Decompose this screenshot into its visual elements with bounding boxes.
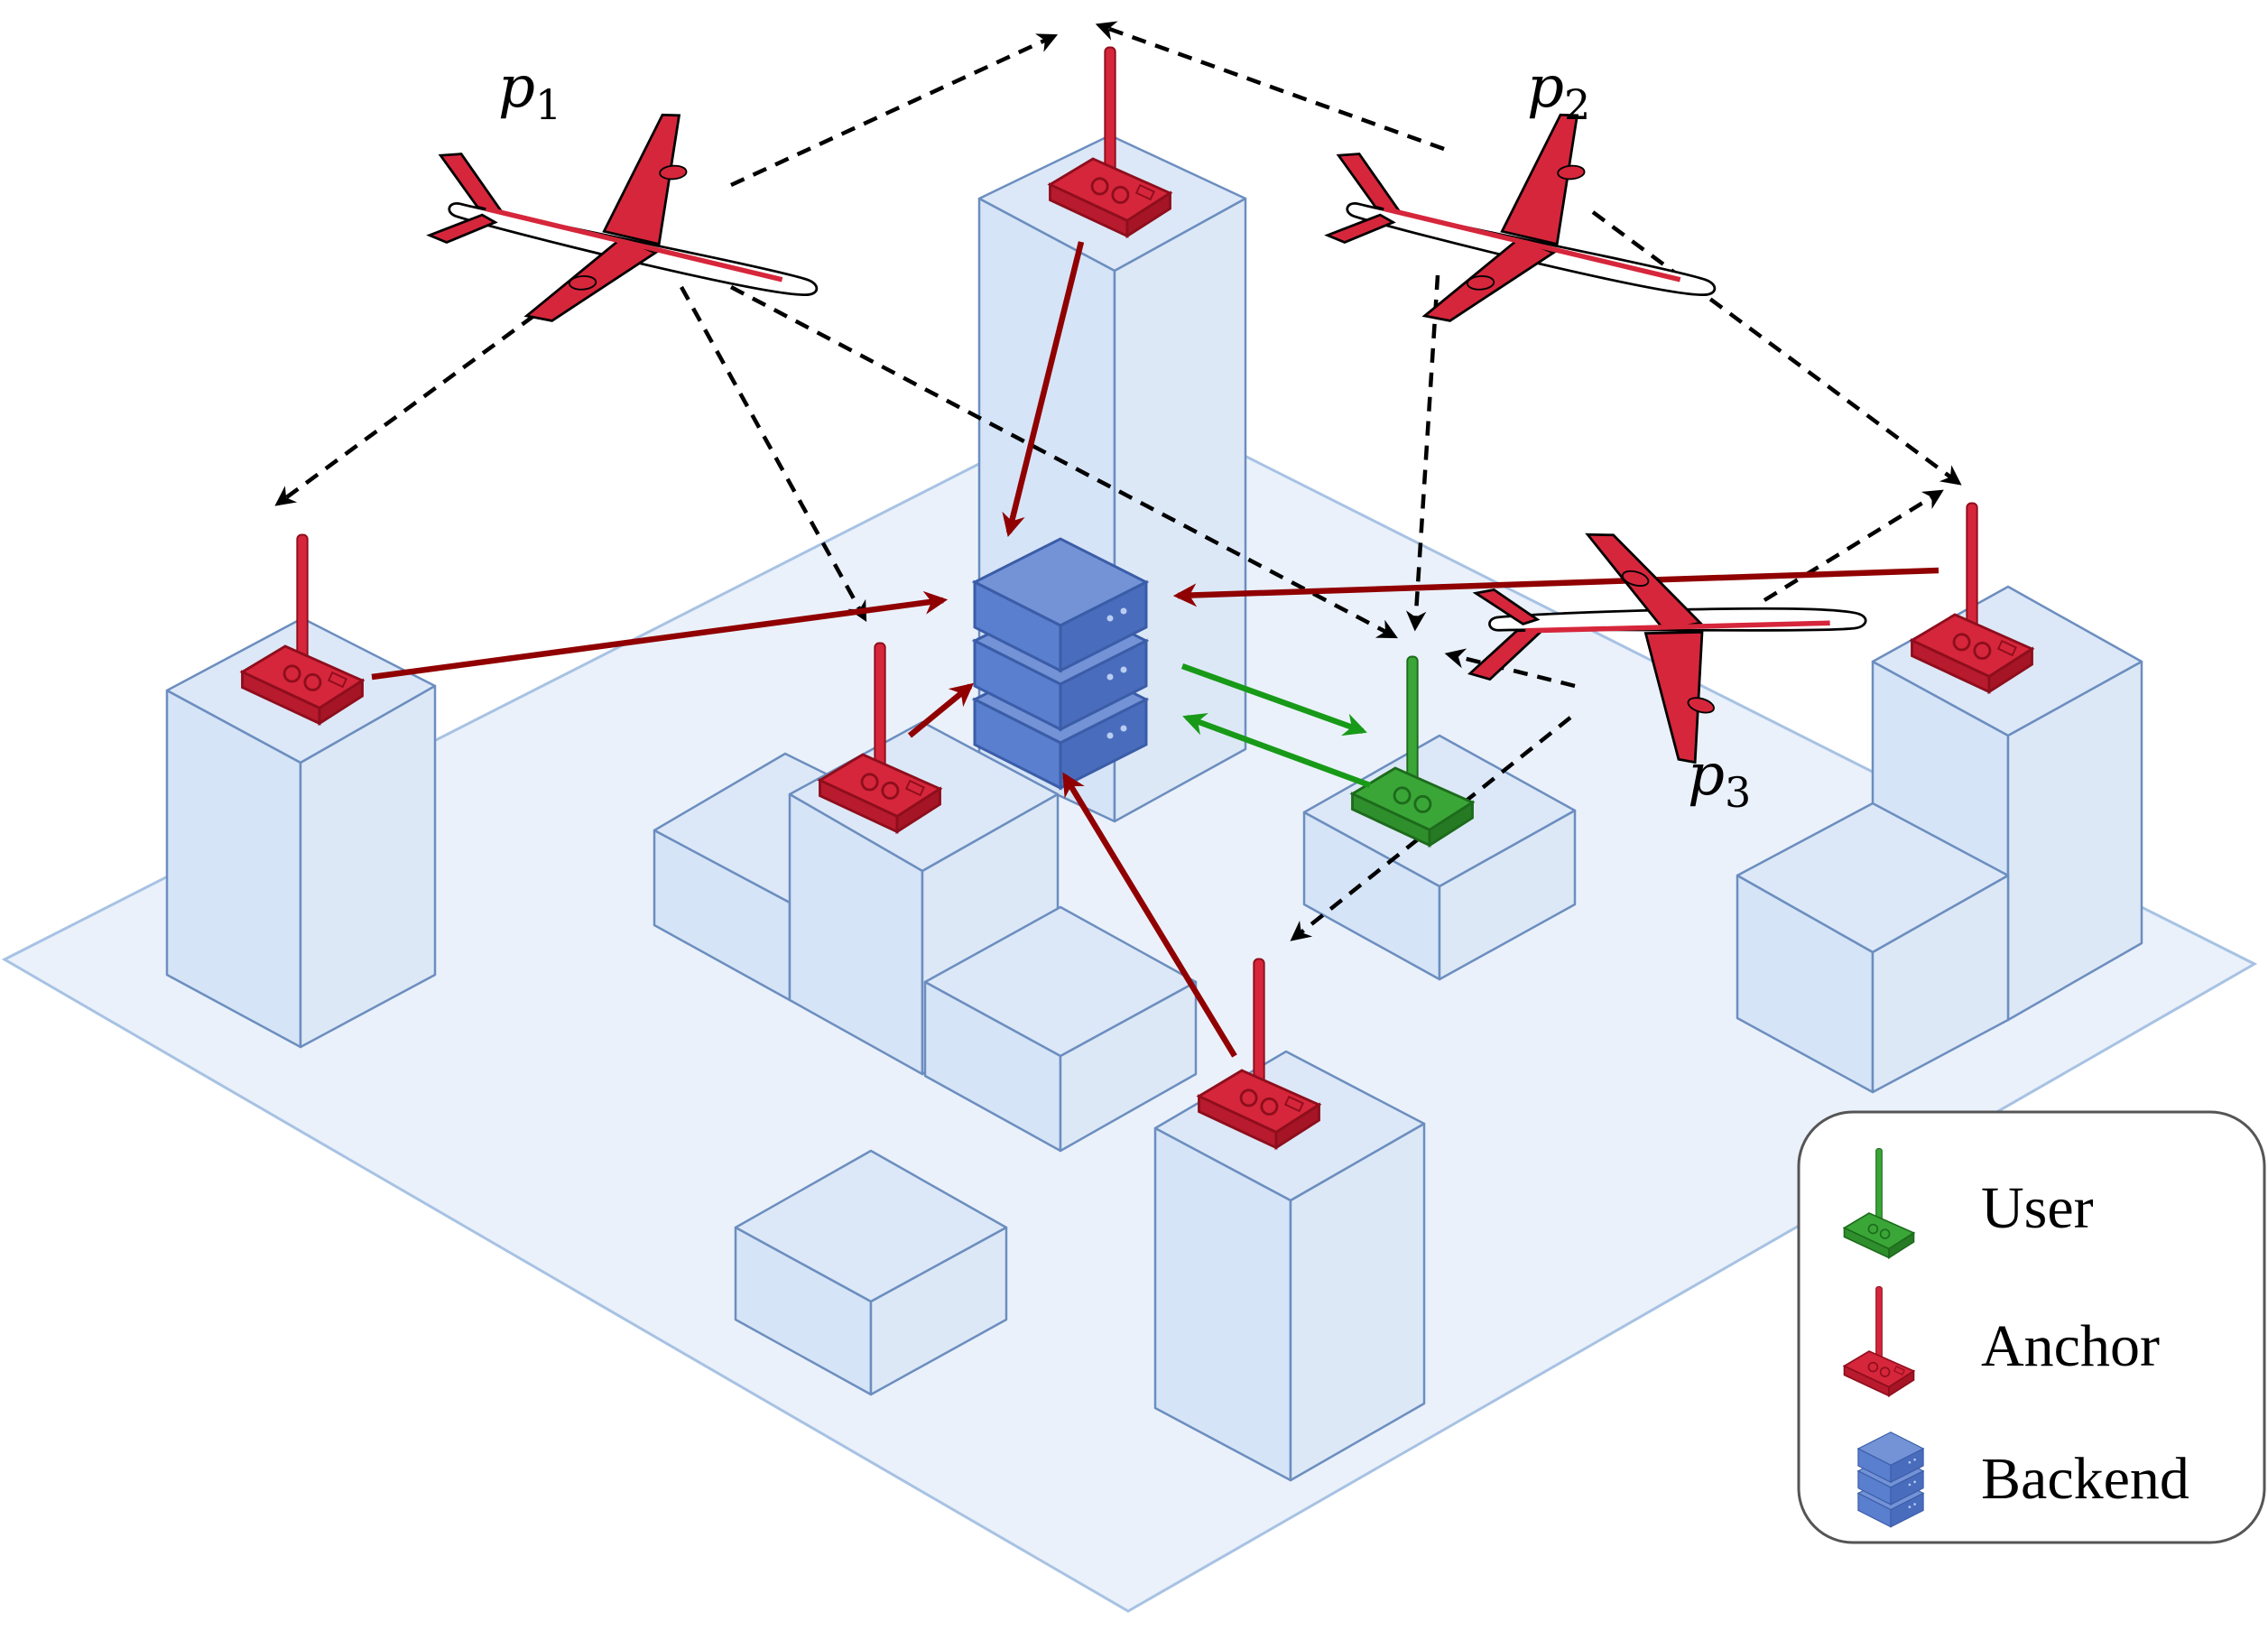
user-backend-links — [1180, 662, 1372, 789]
signal-p3-right-anchor — [1763, 489, 1944, 602]
signal-p1-top-anchor — [730, 33, 1059, 188]
anchor-uplinks — [371, 241, 1939, 1058]
label-p1: p1 — [498, 54, 561, 129]
link-user-to-backend — [1182, 713, 1372, 789]
anchor-top — [1049, 46, 1171, 237]
building-front-small — [734, 1149, 1008, 1396]
uplink-front-anchor — [1062, 772, 1237, 1058]
signal-p2-user — [1405, 274, 1440, 632]
uplink-center-anchor — [907, 682, 975, 738]
signal-p1-center-anchor — [680, 285, 867, 622]
signal-p3-user — [1444, 648, 1576, 689]
legend-anchor-label: Anchor — [1981, 1313, 2160, 1379]
uplink-right-anchor — [1172, 567, 1939, 607]
link-backend-to-user — [1180, 662, 1367, 737]
uplink-left-anchor — [371, 590, 949, 681]
airplane-icon-p2 — [1320, 105, 1716, 329]
building-left — [165, 616, 437, 1049]
signal-p1-left-anchor — [274, 285, 575, 506]
airplane-icon-p1 — [422, 105, 818, 329]
backend-server-icon — [973, 537, 1148, 790]
signal-p2-top-anchor — [1095, 21, 1445, 152]
uplink-top-anchor — [1002, 241, 1085, 538]
label-p3: p3 — [1688, 742, 1751, 817]
legend-backend-icon — [1857, 1432, 1924, 1528]
building-cluster-center — [653, 720, 1198, 1153]
signal-links — [274, 21, 1962, 941]
legend: User Anchor Backend — [1797, 1110, 2266, 1544]
label-p2: p2 — [1527, 54, 1590, 129]
signal-p2-right-anchor — [1591, 210, 1962, 486]
signal-p1-user — [729, 285, 1398, 639]
legend-box — [1797, 1110, 2266, 1544]
legend-backend-label: Backend — [1981, 1446, 2189, 1512]
legend-user-label: User — [1981, 1175, 2094, 1241]
building-front-center — [1153, 1050, 1426, 1482]
anchor-left — [241, 533, 364, 725]
